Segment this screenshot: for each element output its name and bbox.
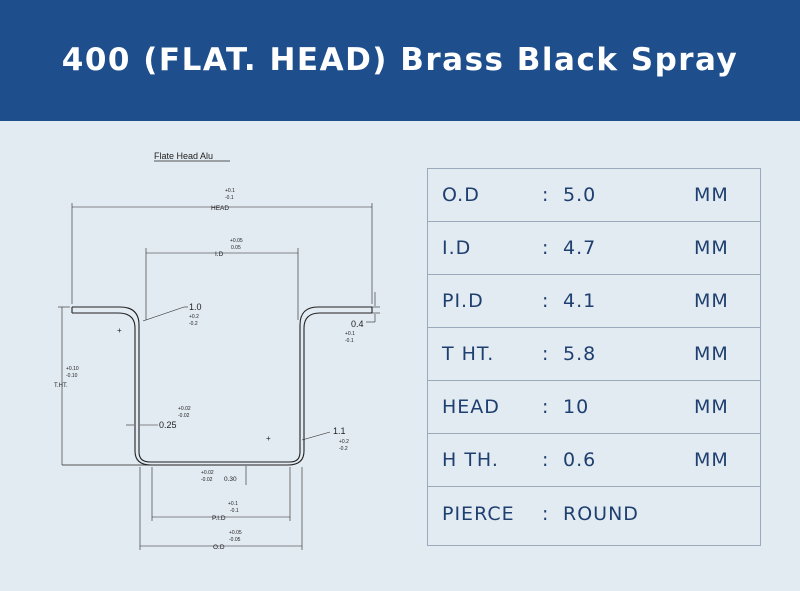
head-label: HEAD: [211, 205, 229, 212]
wall-tol-minus: -0.02: [178, 413, 190, 419]
spec-value: 5.0: [563, 184, 597, 206]
spec-row-hth: H TH. : 0.6 MM: [428, 434, 760, 487]
drawing-title: Flate Head Alu: [154, 151, 213, 161]
spec-colon: :: [542, 343, 550, 365]
spec-row-head: HEAD : 10 MM: [428, 381, 760, 434]
flange-tol-minus: -0.1: [345, 338, 354, 344]
flange-tol-plus: +0.1: [345, 331, 355, 337]
part-profile-outer: [72, 306, 372, 463]
pid-label: P.I.D: [212, 515, 226, 522]
id-label: I.D: [215, 251, 224, 258]
spec-colon: :: [542, 290, 550, 312]
spec-value: 10: [563, 396, 590, 418]
radius-top-label: 1.0: [189, 302, 202, 312]
spec-unit: MM: [694, 237, 729, 259]
spec-label: I.D: [442, 237, 472, 259]
bottom-tol-plus: +0.02: [201, 470, 214, 476]
spec-label: O.D: [442, 184, 480, 206]
spec-unit: MM: [694, 343, 729, 365]
radius-top-tol-minus: -0.2: [189, 321, 198, 327]
spec-unit: MM: [694, 290, 729, 312]
spec-label: PI.D: [442, 290, 484, 312]
spec-label: HEAD: [442, 396, 500, 418]
spec-label: T HT.: [442, 343, 495, 365]
id-tol-minus: 0.05: [231, 245, 241, 251]
spec-label: PIERCE: [442, 502, 515, 525]
radius-bottom-label: 1.1: [333, 426, 346, 436]
spec-unit: MM: [694, 396, 729, 418]
spec-label: H TH.: [442, 449, 499, 471]
radius-bottom-tol-plus: +0.2: [339, 439, 349, 445]
center-mark-right: +: [266, 434, 271, 443]
bottom-label: 0.30: [224, 476, 237, 483]
wall-label: 0.25: [159, 420, 177, 430]
spec-value: 4.1: [563, 290, 597, 312]
id-tol-plus: +0.05: [230, 238, 243, 244]
flange-label: 0.4: [351, 319, 364, 329]
tht-tol-plus: +0.10: [66, 366, 79, 372]
tht-label: T.HT.: [54, 383, 68, 389]
spec-unit: MM: [694, 184, 729, 206]
spec-row-pierce: PIERCE : ROUND: [428, 487, 760, 540]
spec-unit: MM: [694, 449, 729, 471]
header-banner: 400 (FLAT. HEAD) Brass Black Spray: [0, 0, 800, 121]
spec-colon: :: [542, 396, 550, 418]
spec-value: ROUND: [563, 502, 639, 525]
od-tol-plus: +0.05: [229, 530, 242, 536]
radius-bottom-leader: [301, 431, 331, 441]
spec-row-id: I.D : 4.7 MM: [428, 222, 760, 275]
spec-colon: :: [542, 237, 550, 259]
spec-row-pid: PI.D : 4.1 MM: [428, 275, 760, 328]
radius-top-leader: [142, 306, 185, 322]
head-tol-minus: -0.1: [225, 195, 234, 201]
spec-table: O.D : 5.0 MM I.D : 4.7 MM PI.D : 4.1 MM …: [427, 168, 761, 546]
head-tol-plus: +0.1: [225, 188, 235, 194]
tht-tol-minus: -0.10: [66, 373, 78, 379]
wall-tol-plus: +0.02: [178, 406, 191, 412]
od-label: O.D: [213, 544, 225, 551]
od-tol-minus: -0.05: [229, 537, 241, 543]
radius-bottom-tol-minus: -0.2: [339, 446, 348, 452]
spec-colon: :: [542, 449, 550, 471]
page-title: 400 (FLAT. HEAD) Brass Black Spray: [61, 41, 739, 78]
spec-colon: :: [542, 502, 550, 525]
pid-tol-minus: -0.1: [230, 508, 239, 514]
pid-tol-plus: +0.1: [228, 501, 238, 507]
spec-colon: :: [542, 184, 550, 206]
spec-row-od: O.D : 5.0 MM: [428, 169, 760, 222]
part-profile-inner: [72, 312, 372, 466]
spec-row-tht: T HT. : 5.8 MM: [428, 328, 760, 381]
spec-value: 4.7: [563, 237, 597, 259]
bottom-tol-minus: -0.02: [201, 477, 213, 483]
radius-top-tol-plus: +0.2: [189, 314, 199, 320]
center-mark-left: +: [117, 326, 122, 335]
technical-drawing: Flate Head Alu HEAD +0.1 -0.1 I.D +0.05 …: [0, 121, 420, 591]
drawing-canvas: Flate Head Alu HEAD +0.1 -0.1 I.D +0.05 …: [54, 151, 380, 551]
spec-value: 5.8: [563, 343, 597, 365]
spec-value: 0.6: [563, 449, 597, 471]
